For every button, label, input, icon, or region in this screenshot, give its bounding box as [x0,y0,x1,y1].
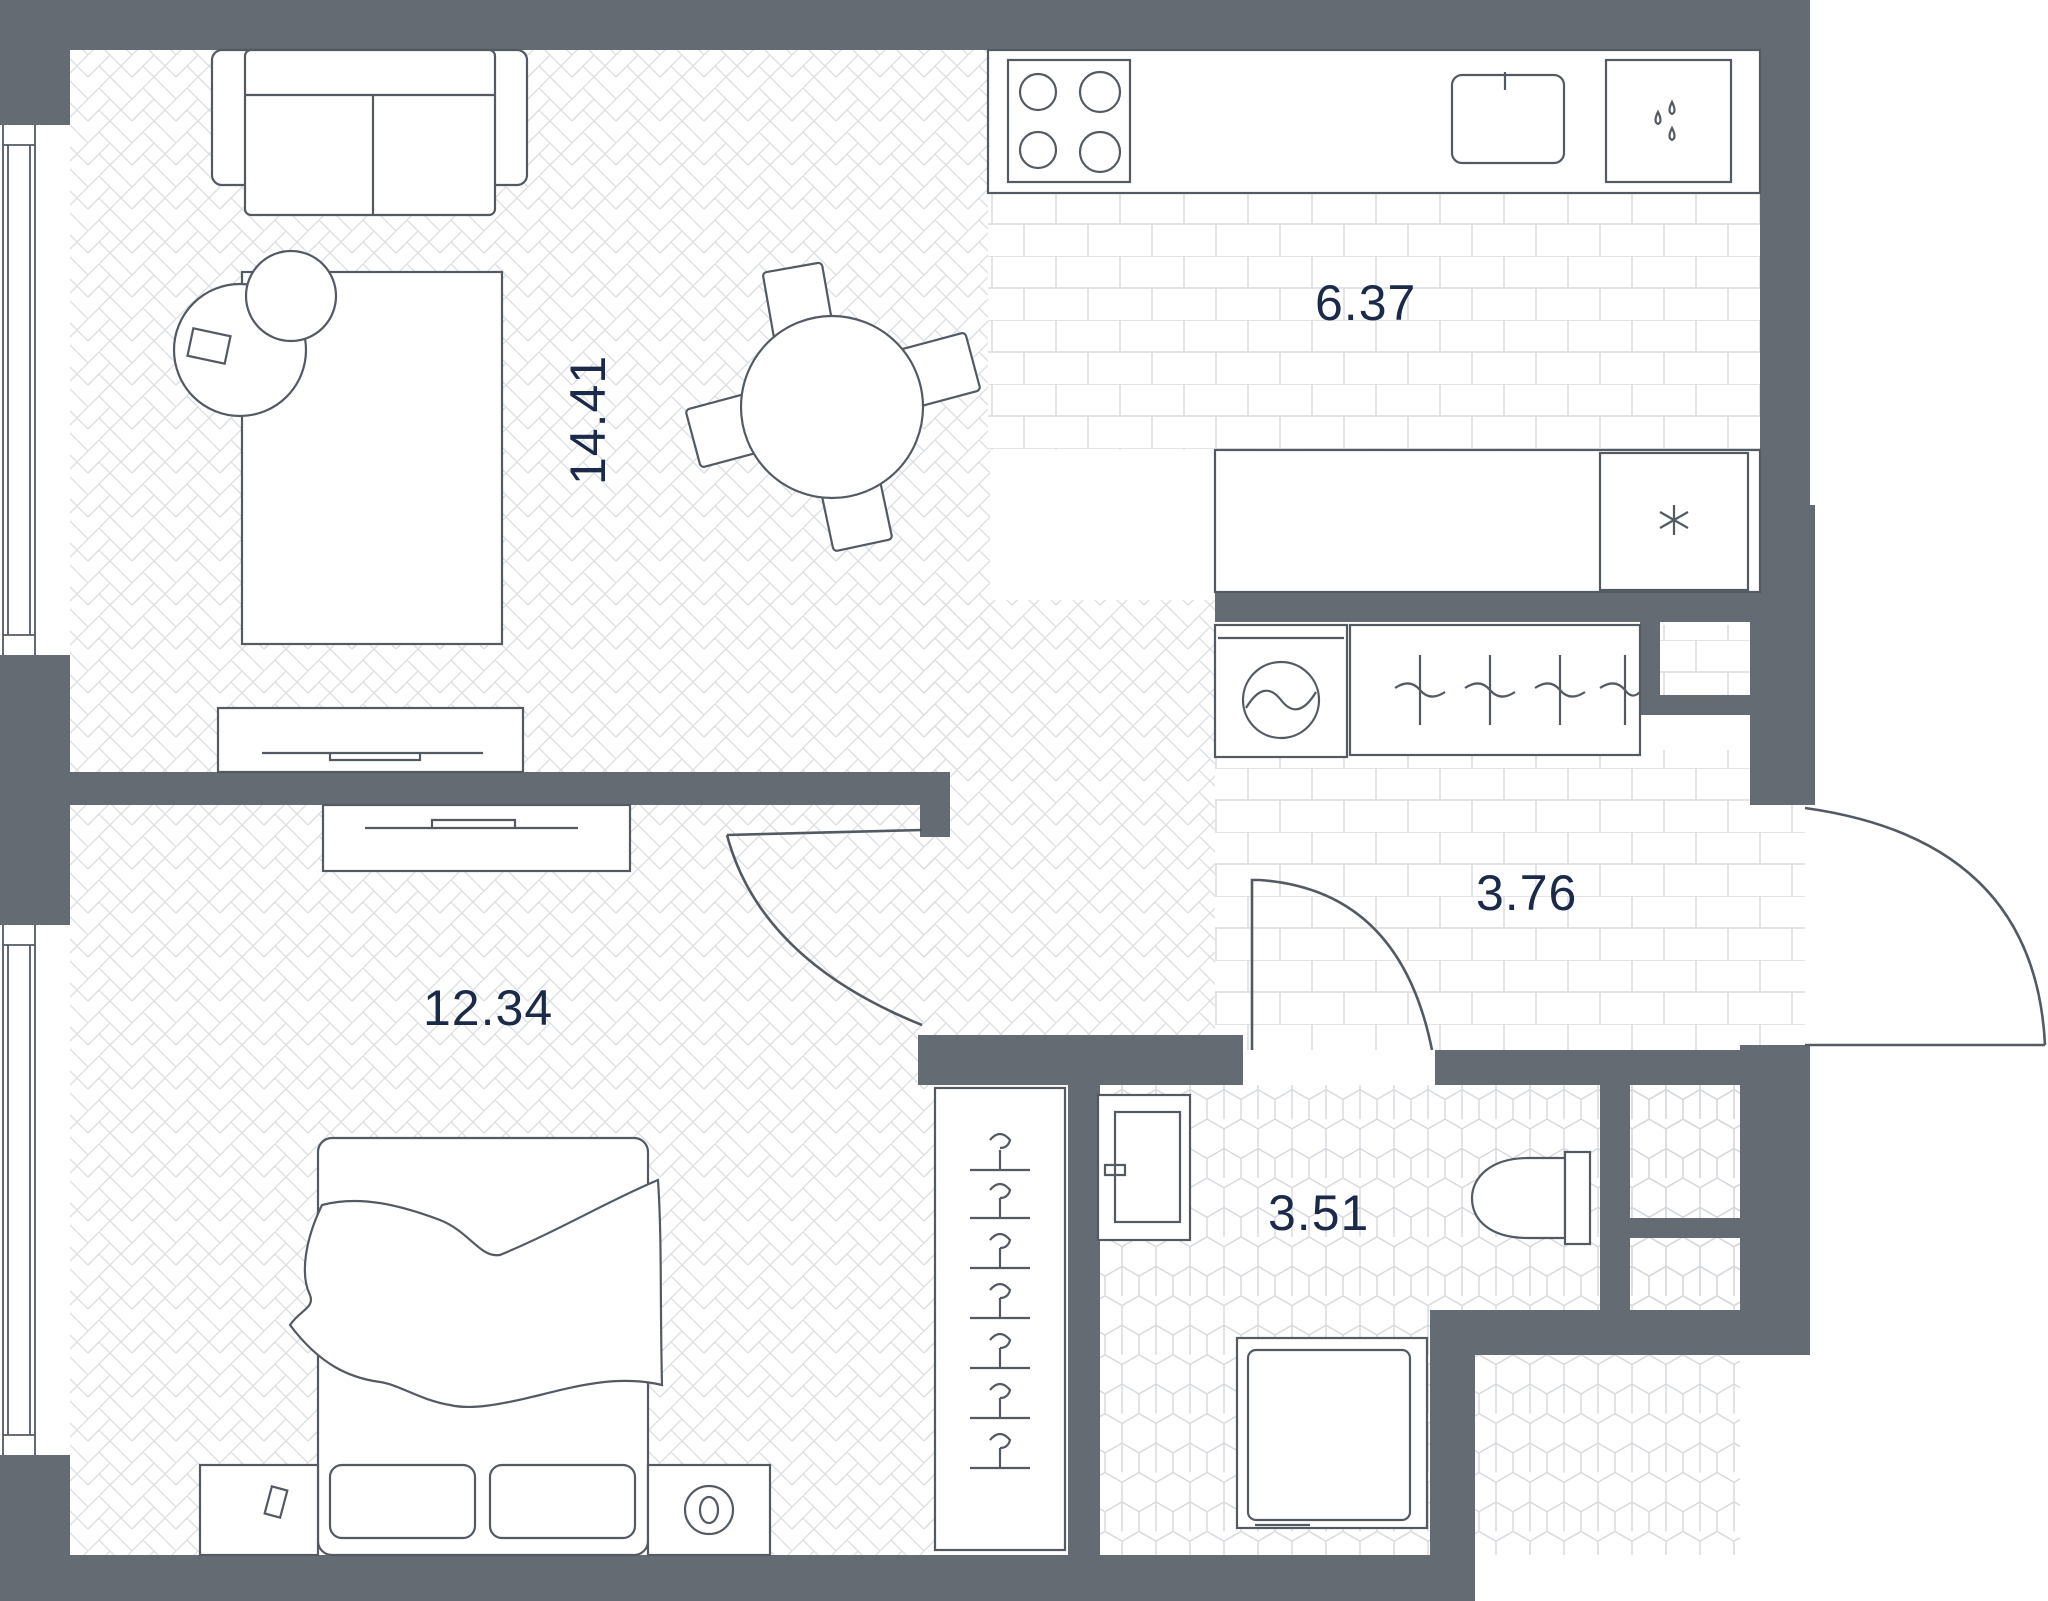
hanger-icon [970,1132,1030,1470]
shower-icon [1235,1336,1429,1530]
nightstand-left [198,1463,320,1557]
area-bedroom: 12.34 [423,980,553,1036]
kitchen-floor [988,190,1760,450]
tv-stand-living [216,706,525,774]
area-living: 14.41 [560,355,616,485]
area-bathroom: 3.51 [1268,1185,1369,1241]
wardrobe [933,1086,1067,1552]
wall-bath-step [1430,1310,1810,1355]
tv-stand-bedroom [321,803,632,873]
ottoman [244,249,338,343]
windows [0,125,70,1455]
nightstand-right [646,1463,772,1557]
wall-left-mid [0,655,70,925]
kitchen-island [1213,448,1762,594]
laundry [1213,623,1642,759]
wall-wc-shelf [1630,1218,1740,1238]
wall-kitchen-divider [1215,592,1760,622]
wall-bedroom-top [70,772,950,805]
bed [288,1136,664,1557]
washbasin [1096,1093,1192,1242]
kitchen-counter [986,48,1762,195]
wall-left-top [0,0,70,125]
wall-bedroom-door-jamb [920,772,950,837]
floors [70,50,1805,1555]
wall-right-lower [1740,1045,1810,1355]
bedroom-door [725,828,923,1027]
wall-top [0,0,1810,50]
living-furniture [172,48,1762,774]
hall-floor [1215,750,1805,1050]
wall-niche [1640,622,1660,700]
sofa [210,48,529,217]
doors [725,806,2047,1051]
bathroom-fixtures [1096,1093,1592,1530]
wall-right-upper [1760,0,1810,505]
toilet-icon [1470,1150,1592,1246]
sink-icon [1450,72,1566,165]
area-kitchen: 6.37 [1315,275,1416,331]
wall-hall-bottom-right [1435,1050,1805,1085]
wall-wc-divider [1600,1085,1630,1310]
wall-hall-bottom-left [918,1035,1243,1085]
dining-set [685,261,981,552]
hob-icon [1006,58,1132,184]
dishwasher-icon [1604,58,1733,184]
wall-closet-bath [1068,1085,1100,1555]
washing-machine-icon [1213,623,1349,759]
area-labels: 14.41 6.37 12.34 3.76 3.51 [423,275,1577,1241]
entrance-door [1804,806,2047,1047]
wall-niche-bottom [1640,695,1760,715]
wall-bottom [0,1555,1475,1601]
bathroom-door [1250,878,1434,1051]
wall-bath-right [1430,1310,1475,1601]
area-hall: 3.76 [1476,865,1577,921]
living-floor-lower [920,600,1220,1055]
book-on-table [186,327,232,365]
walls [0,0,1815,1601]
drying-rack [1348,623,1642,757]
hall-niche-floor [1660,625,1750,695]
bedroom-furniture [198,803,1067,1557]
